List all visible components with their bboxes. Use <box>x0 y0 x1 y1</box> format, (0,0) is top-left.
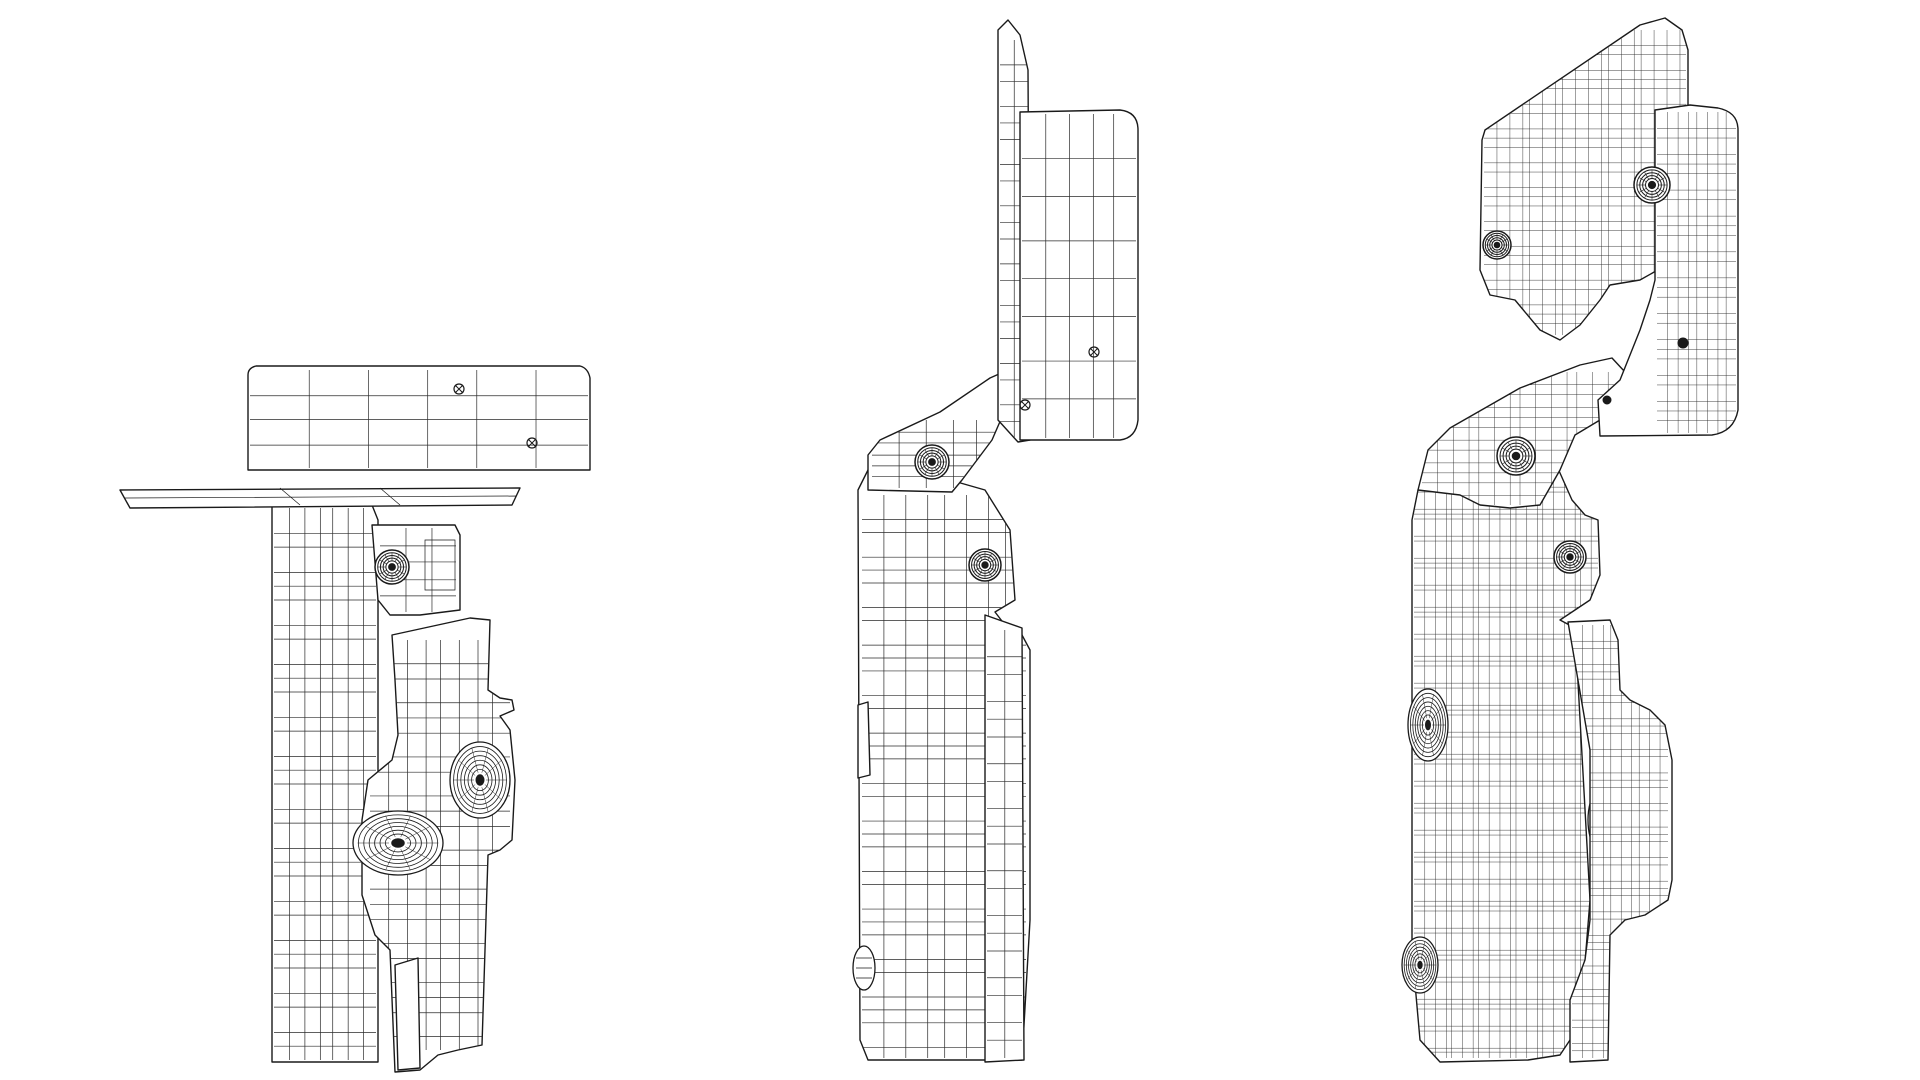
v1-flat-plate <box>119 487 521 509</box>
v1-socket-icon-2 <box>449 741 511 819</box>
view-collapsed <box>119 365 591 1073</box>
v3-pivot-bolt-icon-2 <box>1553 540 1587 574</box>
v3-frame-bolt-icon <box>1633 166 1671 204</box>
v1-socket-icon <box>352 810 444 876</box>
v2-screw-icon <box>1088 346 1100 358</box>
v2-pivot-bolt-icon-2 <box>968 548 1002 582</box>
v1-top-enclosure <box>247 365 591 471</box>
v3-hinge-arm <box>1417 357 1626 509</box>
v3-socket-icon <box>1407 688 1449 762</box>
v2-upper-enclosure <box>1019 109 1139 441</box>
v3-upper-enclosure <box>1597 104 1739 437</box>
v2-pivot-bolt-icon <box>914 444 950 480</box>
v2-side-bar <box>984 614 1025 1063</box>
v1-lower-tab <box>394 957 421 1071</box>
view-half-open <box>852 19 1139 1063</box>
v1-screw-icon <box>453 383 465 395</box>
v1-hinge-bracket <box>371 524 461 616</box>
v3-socket-icon-3 <box>1401 936 1439 994</box>
v1-screw-icon-2 <box>526 437 538 449</box>
v1-main-body <box>271 504 379 1063</box>
v1-pivot-bolt-icon <box>374 549 410 585</box>
v2-side-knob-icon <box>852 701 876 991</box>
view-open <box>1401 17 1739 1063</box>
v3-frame-bolt-icon-2 <box>1482 230 1512 260</box>
v2-screw-icon-2 <box>1019 399 1031 411</box>
v3-pivot-bolt-icon <box>1496 436 1536 476</box>
v3-small-screw-icon <box>1602 337 1689 405</box>
